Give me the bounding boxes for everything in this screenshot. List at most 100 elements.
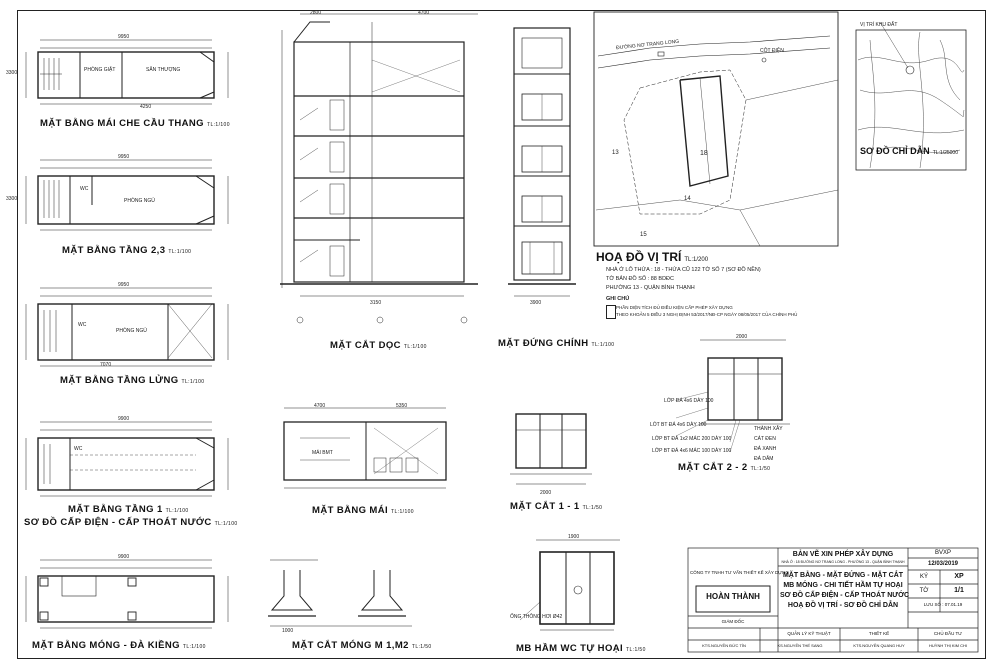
layer-a: LỚP ĐÁ 4x6 DÀY 100 bbox=[664, 398, 714, 404]
tb-name-2: KS.NGUYỄN THẾ SANG bbox=[777, 643, 823, 648]
title-block-lines bbox=[687, 547, 979, 653]
dim-3300-b: 3300 bbox=[6, 196, 18, 202]
dim-7070: 7070 bbox=[100, 362, 112, 368]
plan-mai-che bbox=[25, 39, 229, 105]
site-line-3: PHƯỜNG 13 - QUẬN BÌNH THẠNH bbox=[606, 285, 695, 291]
tb-date: 12/03/2019 bbox=[927, 561, 959, 567]
tb-file: LƯU SỐ : 07.01.19 bbox=[923, 602, 963, 607]
dim-3300-a: 3300 bbox=[6, 70, 18, 76]
room-wc-lung: WC bbox=[78, 322, 87, 328]
plan-septic bbox=[519, 539, 620, 631]
tb-role-3: THIẾT KẾ bbox=[868, 631, 890, 636]
tb-sheet-title-2: MB MÓNG - CHI TIẾT HẦM TỰ HOẠI bbox=[783, 582, 903, 589]
sheet-border bbox=[17, 10, 986, 659]
tb-name-3: KTS.NGUYỄN QUANG HUY bbox=[853, 643, 905, 648]
guide-map bbox=[855, 21, 967, 171]
guide-tag: VỊ TRÍ KHU ĐẤT bbox=[860, 22, 898, 28]
tb-company: CÔNG TY TNHH TƯ VẤN THIẾT KẾ XÂY DỰNG bbox=[690, 570, 789, 575]
plan-mong bbox=[25, 559, 229, 629]
plan-tang-1 bbox=[25, 421, 229, 497]
site-legend-swatch bbox=[606, 305, 616, 319]
layer-b: LÓT BT ĐÁ 4x6 DÀY 100 bbox=[650, 422, 707, 428]
site-plan bbox=[593, 11, 839, 247]
dim-9950-b: 9950 bbox=[118, 154, 130, 160]
layer-d: LỚP BT ĐÁ 1x2 MÁC 200 DÀY 100 bbox=[652, 436, 732, 442]
tb-to-label: TỜ bbox=[919, 588, 929, 594]
tb-to-value: 1/1 bbox=[954, 587, 964, 594]
dim-3250: 3150 bbox=[370, 300, 382, 306]
tb-sheet-title-1: MẶT BẰNG - MẶT ĐỨNG - MẶT CẮT bbox=[782, 572, 904, 579]
room-san-thuong: SÂN THƯỢNG bbox=[146, 67, 181, 73]
layer-g: CÁT ĐEN bbox=[754, 436, 776, 442]
dim-9900-b: 9900 bbox=[118, 554, 130, 560]
site-lot-14: 14 bbox=[684, 196, 691, 202]
tb-project: BẢN VẼ XIN PHÉP XÂY DỰNG bbox=[792, 551, 894, 558]
tb-sheet-title-4: HOẠ ĐỒ VỊ TRÍ - SƠ ĐỒ CHỈ DẪN bbox=[787, 602, 899, 609]
room-wc-23: WC bbox=[80, 186, 89, 192]
site-lot-18: 18 bbox=[700, 150, 708, 157]
plan-tang-lung bbox=[25, 287, 229, 367]
layer-i: ĐÁ DĂM bbox=[754, 456, 774, 462]
section-1-1 bbox=[510, 413, 592, 485]
dim-2000-a: 2000 bbox=[540, 490, 552, 496]
site-lot-13: 13 bbox=[612, 150, 619, 156]
room-wc-1: WC bbox=[74, 446, 83, 452]
site-lot-15: 15 bbox=[640, 232, 647, 238]
elevation-front bbox=[508, 27, 576, 297]
tb-role-2: QUẢN LÝ KỸ THUẬT bbox=[787, 631, 831, 636]
tb-name-1: KTS.NGUYỄN ĐỨC TÍN bbox=[702, 643, 746, 648]
site-line-2: TỜ BẢN ĐỒ SỐ : 88 BDĐC bbox=[606, 276, 674, 282]
tb-ky-label: KÝ bbox=[919, 574, 928, 580]
septic-pipe: ỐNG THÔNG HƠI Ø42 bbox=[510, 614, 563, 620]
tb-role-4: CHỦ ĐẦU TƯ bbox=[933, 631, 963, 636]
dim-4250-a: 4250 bbox=[140, 104, 152, 110]
site-ghichu: GHI CHÚ bbox=[606, 296, 630, 302]
dim-2000-b: 2000 bbox=[736, 334, 748, 340]
site-note-2: THEO KHOẢN 5 ĐIỀU 3 NGHỊ ĐỊNH 53/2017/NĐ… bbox=[616, 312, 798, 317]
dim-2800: 2800 bbox=[310, 10, 322, 16]
plan-tang-2-3 bbox=[25, 159, 229, 231]
tb-ky-value: XP bbox=[954, 573, 964, 580]
room-phong-ngu-lung: PHÒNG NGỦ bbox=[116, 328, 147, 334]
site-pole: CỘT ĐIỆN bbox=[760, 48, 784, 54]
site-line-1: NHÀ Ở LÔ THỬA : 18 - THỬA CŨ 122 TỜ SỐ 7… bbox=[606, 267, 761, 273]
dim-3900: 3900 bbox=[530, 300, 542, 306]
dim-4800: 4700 bbox=[418, 10, 430, 16]
dim-1000: 1000 bbox=[282, 628, 294, 634]
room-mai-bmt: MÁI BMT bbox=[312, 450, 333, 456]
dim-9950-c: 9950 bbox=[118, 282, 130, 288]
tb-name-4: HUỲNH THỊ KIM CHI bbox=[929, 643, 967, 648]
section-2-2 bbox=[675, 339, 790, 453]
tb-address: NHÀ Ở : 18 ĐƯỜNG NƠ TRANG LONG - PHƯỜNG … bbox=[781, 560, 905, 564]
tb-sheet-title-3: SƠ ĐỒ CẤP ĐIỆN - CẤP THOÁT NƯỚC bbox=[780, 592, 910, 599]
dim-9900-a: 9900 bbox=[118, 416, 130, 422]
layer-e: LỚP BT ĐÁ 4x6 MÁC 100 DÀY 100 bbox=[652, 448, 732, 454]
dim-1900: 1900 bbox=[568, 534, 580, 540]
dim-5350: 5350 bbox=[396, 403, 408, 409]
section-longitudinal bbox=[280, 13, 478, 324]
tb-brand: HOÀN THÀNH bbox=[706, 592, 760, 601]
tb-role-1: GIÁM ĐỐC bbox=[721, 619, 745, 624]
site-note-1: PHẦN DIỆN TÍCH ĐỦ ĐIỀU KIỆN CẤP PHÉP XÂY… bbox=[616, 305, 733, 310]
plan-roof bbox=[283, 407, 447, 489]
room-phong-giat: PHÒNG GIẶT bbox=[84, 67, 116, 73]
room-phong-ngu-23: PHÒNG NGỦ bbox=[124, 198, 155, 204]
layer-f: THÀNH XÂY bbox=[754, 426, 783, 432]
